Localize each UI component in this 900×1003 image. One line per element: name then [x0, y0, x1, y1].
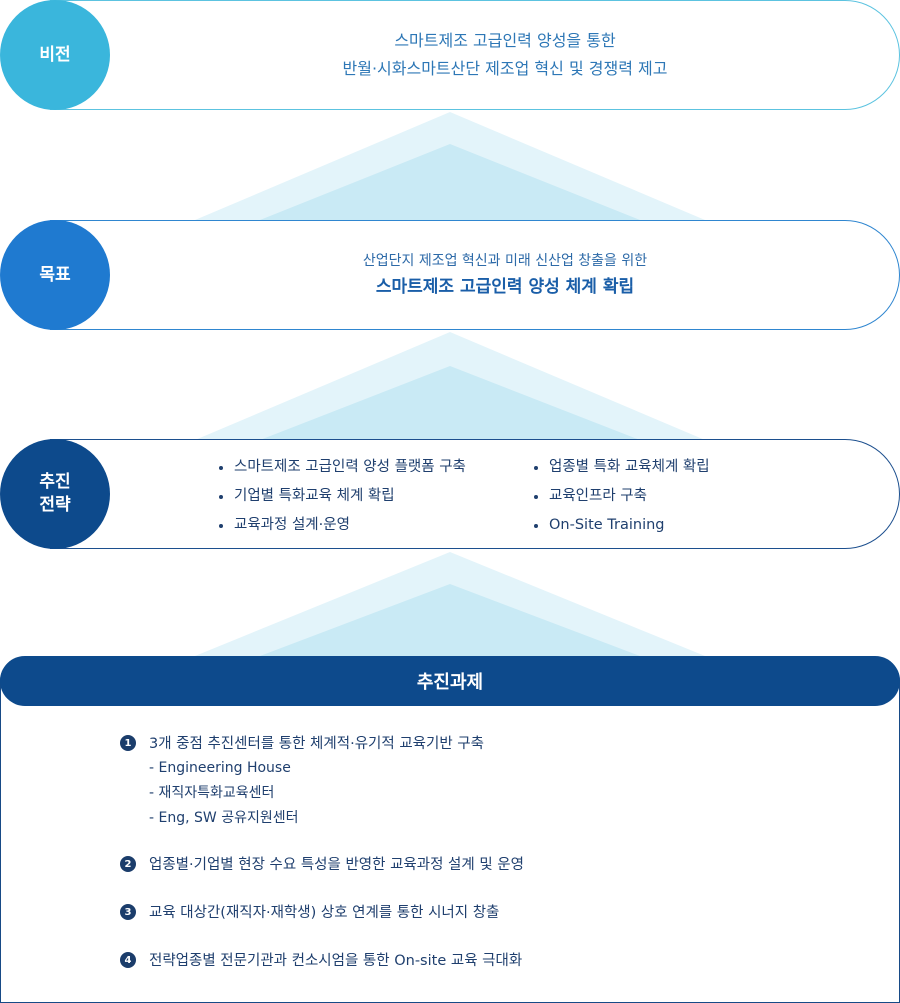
goal-row: 목표 산업단지 제조업 혁신과 미래 신산업 창출을 위한 스마트제조 고급인력…	[0, 220, 900, 330]
strategy-column-left: 스마트제조 고급인력 양성 플랫폼 구축 기업별 특화교육 체계 확립 교육과정…	[218, 453, 533, 540]
chevron-arrow-2	[195, 332, 705, 440]
task-sub-item: - Engineering House	[149, 760, 291, 776]
vision-content: 스마트제조 고급인력 양성을 통한 반월·시화스마트산단 제조업 혁신 및 경쟁…	[110, 0, 900, 110]
goal-frame	[50, 220, 900, 330]
goal-content: 산업단지 제조업 혁신과 미래 신산업 창출을 위한 스마트제조 고급인력 양성…	[110, 220, 900, 330]
strategy-item: 기업별 특화교육 체계 확립	[218, 482, 533, 511]
task-title: 교육 대상간(재직자·재학생) 상호 연계를 통한 시너지 창출	[149, 905, 500, 921]
task-item-3: 3 교육 대상간(재직자·재학생) 상호 연계를 통한 시너지 창출	[120, 901, 524, 925]
task-title: 전략업종별 전문기관과 컨소시엄을 통한 On-site 교육 극대화	[149, 953, 523, 969]
task-number-badge: 1	[120, 735, 136, 751]
strategy-badge: 추진 전략	[0, 439, 110, 549]
task-item-1: 1 3개 중점 추진센터를 통한 체계적·유기적 교육기반 구축 - Engin…	[120, 732, 524, 831]
task-number-badge: 4	[120, 952, 136, 968]
task-number-badge: 2	[120, 856, 136, 872]
strategy-item: 스마트제조 고급인력 양성 플랫폼 구축	[218, 453, 533, 482]
strategy-column-right: 업종별 특화 교육체계 확립 교육인프라 구축 On-Site Training	[533, 453, 710, 540]
strategy-item: On-Site Training	[533, 511, 710, 540]
strategy-row: 추진 전략 스마트제조 고급인력 양성 플랫폼 구축 기업별 특화교육 체계 확…	[0, 439, 900, 549]
strategy-item: 교육인프라 구축	[533, 482, 710, 511]
task-sub-item: - 재직자특화교육센터	[149, 785, 275, 801]
strategy-columns: 스마트제조 고급인력 양성 플랫폼 구축 기업별 특화교육 체계 확립 교육과정…	[218, 453, 710, 540]
vision-frame	[50, 0, 900, 110]
strategy-item: 교육과정 설계·운영	[218, 511, 533, 540]
goal-main-text: 스마트제조 고급인력 양성 체계 확립	[375, 277, 635, 297]
task-item-4: 4 전략업종별 전문기관과 컨소시엄을 통한 On-site 교육 극대화	[120, 949, 524, 973]
task-number-badge: 3	[120, 904, 136, 920]
tasks-header: 추진과제	[0, 656, 900, 706]
task-sub-item: - Eng, SW 공유지원센터	[149, 810, 299, 826]
tasks-list: 1 3개 중점 추진센터를 통한 체계적·유기적 교육기반 구축 - Engin…	[120, 732, 524, 990]
chevron-arrow-3	[195, 552, 705, 656]
goal-subtitle: 산업단지 제조업 혁신과 미래 신산업 창출을 위한	[362, 253, 648, 269]
goal-badge: 목표	[0, 220, 110, 330]
task-title: 3개 중점 추진센터를 통한 체계적·유기적 교육기반 구축	[149, 736, 484, 752]
vision-row: 비전 스마트제조 고급인력 양성을 통한 반월·시화스마트산단 제조업 혁신 및…	[0, 0, 900, 110]
strategy-frame	[50, 439, 900, 549]
vision-line-2: 반월·시화스마트산단 제조업 혁신 및 경쟁력 제고	[342, 59, 668, 78]
chevron-arrow-1	[195, 112, 705, 220]
task-title: 업종별·기업별 현장 수요 특성을 반영한 교육과정 설계 및 운영	[149, 857, 524, 873]
strategy-item: 업종별 특화 교육체계 확립	[533, 453, 710, 482]
task-item-2: 2 업종별·기업별 현장 수요 특성을 반영한 교육과정 설계 및 운영	[120, 853, 524, 877]
vision-badge: 비전	[0, 0, 110, 110]
vision-line-1: 스마트제조 고급인력 양성을 통한	[394, 31, 616, 50]
